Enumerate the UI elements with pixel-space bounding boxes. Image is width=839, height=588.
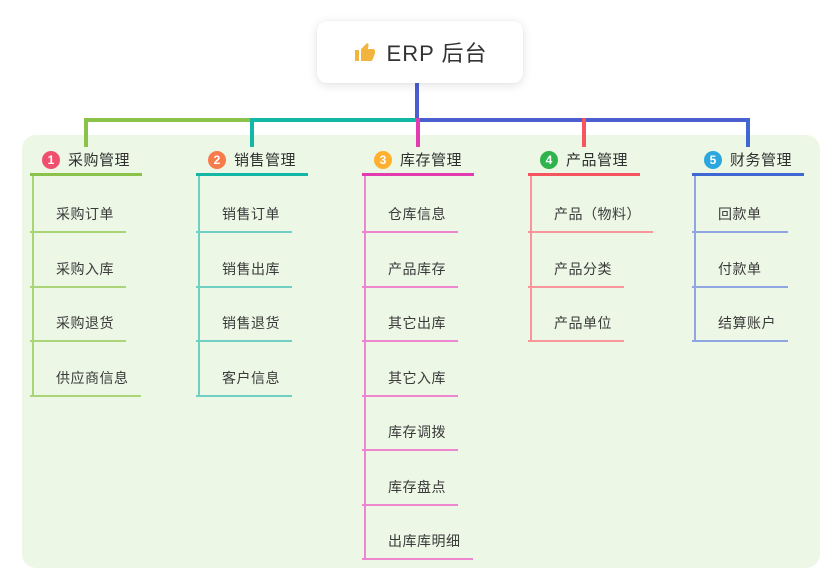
branch-node-2[interactable]: 2 销售管理 bbox=[196, 146, 308, 176]
connector-drop-line bbox=[250, 118, 254, 147]
connector-horizontal-line bbox=[252, 118, 420, 122]
branch-node-label: 采购管理 bbox=[68, 152, 131, 169]
thumbs-up-icon bbox=[353, 40, 377, 64]
connector-horizontal-line bbox=[86, 118, 252, 122]
connector-drop-line bbox=[746, 118, 750, 147]
root-node[interactable]: ERP 后台 bbox=[317, 21, 523, 83]
branch-number-badge: 5 bbox=[704, 150, 722, 169]
child-node[interactable]: 回款单 bbox=[692, 204, 788, 233]
child-node[interactable]: 采购订单 bbox=[30, 204, 126, 233]
branch-number-badge: 4 bbox=[540, 150, 558, 169]
branch-number-badge: 1 bbox=[42, 150, 60, 169]
child-node[interactable]: 采购入库 bbox=[30, 259, 126, 288]
child-node[interactable]: 供应商信息 bbox=[30, 368, 141, 397]
connector-drop-line bbox=[84, 118, 88, 147]
child-node[interactable]: 其它入库 bbox=[362, 368, 458, 397]
child-node[interactable]: 出库库明细 bbox=[362, 531, 473, 560]
child-node[interactable]: 客户信息 bbox=[196, 368, 292, 397]
branch-vertical-line bbox=[364, 176, 366, 560]
child-node[interactable]: 销售订单 bbox=[196, 204, 292, 233]
branch-node-label: 库存管理 bbox=[400, 152, 463, 169]
root-node-label: ERP 后台 bbox=[386, 41, 488, 66]
branch-node-label: 产品管理 bbox=[566, 152, 629, 169]
child-node[interactable]: 销售退货 bbox=[196, 313, 292, 342]
root-connector-line bbox=[415, 83, 419, 120]
branch-vertical-line bbox=[694, 176, 696, 342]
child-node[interactable]: 采购退货 bbox=[30, 313, 126, 342]
child-node[interactable]: 产品分类 bbox=[528, 259, 624, 288]
child-node[interactable]: 产品库存 bbox=[362, 259, 458, 288]
child-node[interactable]: 付款单 bbox=[692, 259, 788, 288]
child-node[interactable]: 产品（物料） bbox=[528, 204, 653, 233]
branch-node-4[interactable]: 4 产品管理 bbox=[528, 146, 640, 176]
connector-drop-line bbox=[416, 118, 420, 147]
child-node[interactable]: 产品单位 bbox=[528, 313, 624, 342]
branch-node-label: 财务管理 bbox=[730, 152, 793, 169]
child-node[interactable]: 库存调拨 bbox=[362, 422, 458, 451]
connector-drop-line bbox=[582, 118, 586, 147]
branch-node-3[interactable]: 3 库存管理 bbox=[362, 146, 474, 176]
branch-number-badge: 3 bbox=[374, 150, 392, 169]
branch-node-5[interactable]: 5 财务管理 bbox=[692, 146, 804, 176]
branch-number-badge: 2 bbox=[208, 150, 226, 169]
branch-vertical-line bbox=[530, 176, 532, 342]
branch-node-1[interactable]: 1 采购管理 bbox=[30, 146, 142, 176]
branch-node-label: 销售管理 bbox=[234, 152, 297, 169]
child-node[interactable]: 其它出库 bbox=[362, 313, 458, 342]
child-node[interactable]: 仓库信息 bbox=[362, 204, 458, 233]
child-node[interactable]: 销售出库 bbox=[196, 259, 292, 288]
child-node[interactable]: 库存盘点 bbox=[362, 477, 458, 506]
child-node[interactable]: 结算账户 bbox=[692, 313, 788, 342]
group-background bbox=[22, 135, 820, 568]
